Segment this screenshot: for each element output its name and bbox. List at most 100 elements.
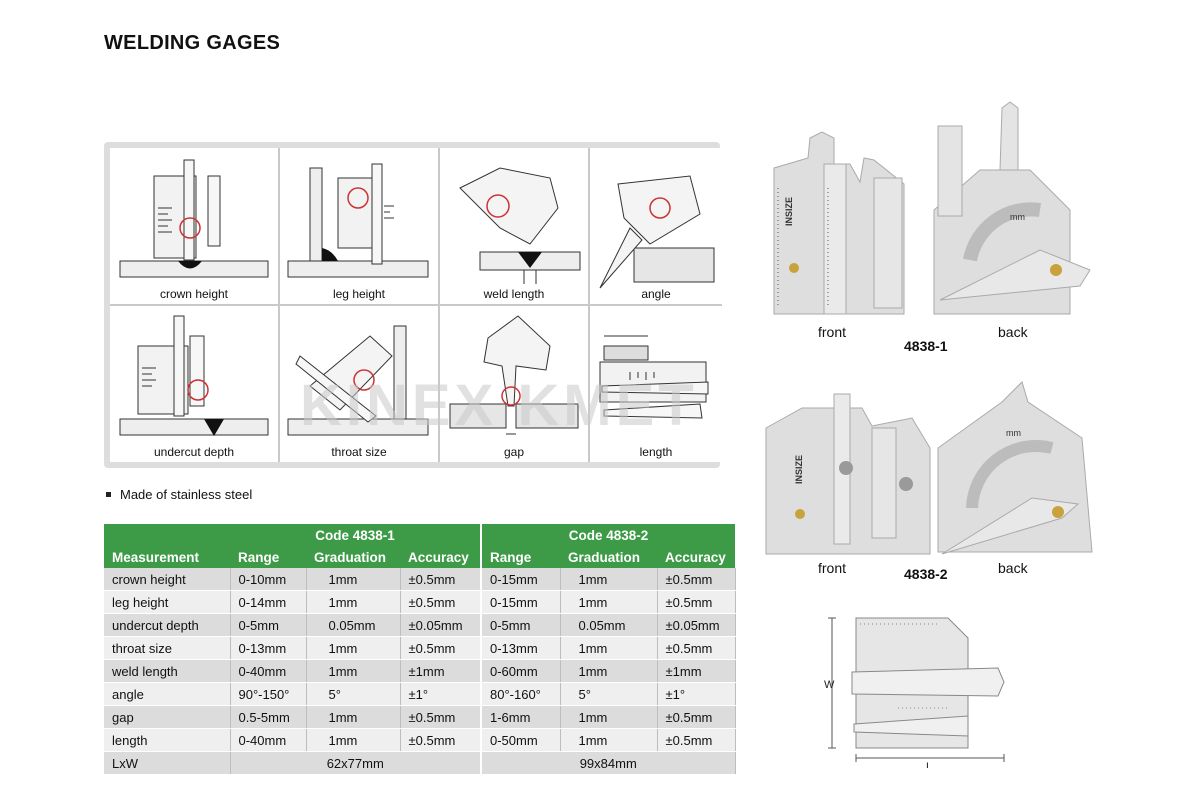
code-header-4838-2: Code 4838-2 xyxy=(481,524,735,546)
spec-table-body: crown height 0-10mm 1mm ±0.5mm 0-15mm 1m… xyxy=(104,568,736,775)
cell-measurement: undercut depth xyxy=(104,613,231,637)
cell-range-2: 1-6mm xyxy=(481,705,561,729)
cell-accuracy-1: ±1mm xyxy=(400,659,482,683)
cell-measurement: throat size xyxy=(104,636,231,660)
cell-accuracy-1: ±0.05mm xyxy=(400,613,482,637)
cell-range-2: 0-15mm xyxy=(481,568,561,591)
cell-measurement: angle xyxy=(104,682,231,706)
cell-graduation-1: 1mm xyxy=(306,728,401,752)
cell-graduation-2: 1mm xyxy=(560,568,658,591)
cell-range-2: 0-60mm xyxy=(481,659,561,683)
dimension-label-l: L xyxy=(926,761,932,768)
cell-measurement: length xyxy=(104,728,231,752)
usage-diagram-gap: gap xyxy=(440,306,588,462)
cell-graduation-2: 5° xyxy=(560,682,658,706)
caption-weld-length: weld length xyxy=(483,287,545,301)
header-range-2: Range xyxy=(481,546,560,568)
cell-accuracy-2: ±0.5mm xyxy=(657,568,736,591)
watermark: KINEX KMET xyxy=(300,373,698,438)
material-note: Made of stainless steel xyxy=(106,487,252,502)
product-4838-1-back-image: mm xyxy=(933,101,1091,315)
weld-length-drawing xyxy=(459,167,581,284)
back-label-4838-2: back xyxy=(998,560,1028,576)
caption-length: length xyxy=(639,445,673,459)
caption-undercut-depth: undercut depth xyxy=(153,445,235,459)
cell-graduation-2: 1mm xyxy=(560,705,658,729)
model-label-4838-2: 4838-2 xyxy=(904,566,948,582)
cell-graduation-2: 1mm xyxy=(560,728,658,752)
header-accuracy-2: Accuracy xyxy=(657,546,735,568)
header-graduation-2: Graduation xyxy=(560,546,657,568)
cell-measurement: leg height xyxy=(104,590,231,614)
product-4838-2-front-image: INSIZE xyxy=(765,393,931,555)
scale-mark-4838-2: mm xyxy=(1006,428,1021,438)
cell-graduation-2: 1mm xyxy=(560,659,658,683)
cell-range-1: 0-40mm xyxy=(230,728,307,752)
leg-height-drawing xyxy=(287,163,429,278)
cell-measurement: weld length xyxy=(104,659,231,683)
cell-size-label: LxW xyxy=(104,751,231,775)
caption-gap: gap xyxy=(503,445,525,459)
table-row: undercut depth 0-5mm 0.05mm ±0.05mm 0-5m… xyxy=(104,613,736,637)
spec-header-blank xyxy=(104,524,230,546)
cell-accuracy-1: ±0.5mm xyxy=(400,590,482,614)
length-drawing xyxy=(599,335,709,419)
cell-graduation-2: 1mm xyxy=(560,590,658,614)
front-label-4838-2: front xyxy=(818,560,847,576)
undercut-depth-drawing xyxy=(119,315,269,436)
cell-accuracy-2: ±0.5mm xyxy=(657,590,736,614)
table-row: gap 0.5-5mm 1mm ±0.5mm 1-6mm 1mm ±0.5mm xyxy=(104,705,736,729)
cell-accuracy-1: ±0.5mm xyxy=(400,728,482,752)
brand-mark-4838-2: INSIZE xyxy=(794,455,804,484)
cell-range-1: 0-13mm xyxy=(230,636,307,660)
usage-diagram-leg-height: leg height xyxy=(280,148,438,304)
cell-graduation-2: 1mm xyxy=(560,636,658,660)
cell-accuracy-2: ±0.5mm xyxy=(657,728,736,752)
page-title: WELDING GAGES xyxy=(104,32,281,54)
gap-drawing xyxy=(449,315,579,435)
material-note-text: Made of stainless steel xyxy=(120,487,253,502)
cell-measurement: crown height xyxy=(104,568,231,591)
table-row: leg height 0-14mm 1mm ±0.5mm 0-15mm 1mm … xyxy=(104,590,736,614)
cell-accuracy-2: ±1mm xyxy=(657,659,736,683)
cell-range-2: 80°-160° xyxy=(481,682,561,706)
usage-diagram-weld-length: weld length xyxy=(440,148,588,304)
spec-table: Code 4838-1 Code 4838-2 Measurement Rang… xyxy=(104,524,736,775)
caption-throat-size: throat size xyxy=(331,445,387,459)
caption-leg-height: leg height xyxy=(332,287,386,301)
cell-range-1: 0-5mm xyxy=(230,613,307,637)
cell-graduation-2: 0.05mm xyxy=(560,613,658,637)
usage-diagram-panel: crown height leg height xyxy=(104,142,722,468)
table-row: length 0-40mm 1mm ±0.5mm 0-50mm 1mm ±0.5… xyxy=(104,728,736,752)
cell-graduation-1: 1mm xyxy=(306,636,401,660)
front-label-4838-1: front xyxy=(818,324,847,340)
product-4838-2-back-image: mm xyxy=(937,381,1093,555)
model-label-4838-1: 4838-1 xyxy=(904,338,948,354)
table-row-size: LxW 62x77mm 99x84mm xyxy=(104,751,736,775)
usage-diagram-crown-height: crown height xyxy=(110,148,278,304)
cell-graduation-1: 1mm xyxy=(306,590,401,614)
usage-diagram-angle: angle xyxy=(590,148,722,304)
cell-accuracy-2: ±0.05mm xyxy=(657,613,736,637)
caption-crown-height: crown height xyxy=(159,287,229,301)
cell-accuracy-1: ±0.5mm xyxy=(400,568,482,591)
header-range-1: Range xyxy=(230,546,306,568)
cell-graduation-1: 1mm xyxy=(306,705,401,729)
usage-diagram-throat-size: throat size xyxy=(280,306,438,462)
cell-graduation-1: 1mm xyxy=(306,568,401,591)
usage-diagram-grid: crown height leg height xyxy=(110,148,722,462)
table-row: crown height 0-10mm 1mm ±0.5mm 0-15mm 1m… xyxy=(104,568,736,591)
usage-diagram-undercut-depth: undercut depth xyxy=(110,306,278,462)
cell-graduation-1: 1mm xyxy=(306,659,401,683)
usage-diagram-length: length xyxy=(590,306,722,462)
cell-range-2: 0-50mm xyxy=(481,728,561,752)
cell-accuracy-1: ±1° xyxy=(400,682,482,706)
table-row: weld length 0-40mm 1mm ±1mm 0-60mm 1mm ±… xyxy=(104,659,736,683)
cell-graduation-1: 5° xyxy=(306,682,401,706)
dimension-label-w: W xyxy=(824,679,835,691)
cell-accuracy-2: ±0.5mm xyxy=(657,636,736,660)
table-row: angle 90°-150° 5° ±1° 80°-160° 5° ±1° xyxy=(104,682,736,706)
cell-range-1: 0-10mm xyxy=(230,568,307,591)
header-measurement: Measurement xyxy=(104,546,230,568)
angle-drawing xyxy=(599,175,715,289)
